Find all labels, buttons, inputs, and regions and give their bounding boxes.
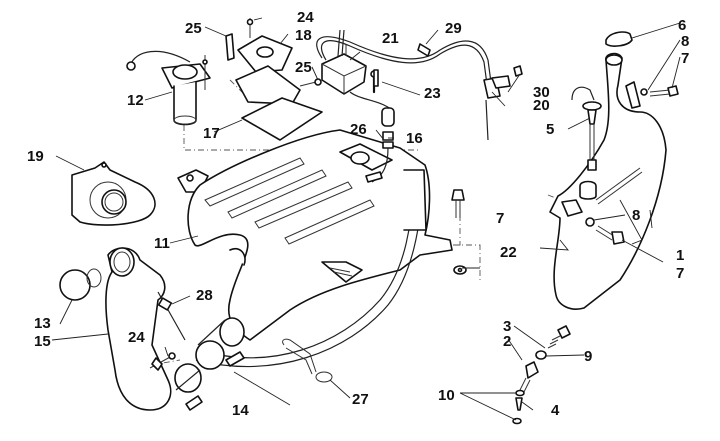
- callout-7-center: 7: [496, 210, 504, 227]
- leader-lines: [51, 17, 681, 421]
- control-unit: [321, 44, 378, 95]
- fuel-pump: [126, 50, 211, 126]
- callout-13: 13: [34, 315, 51, 332]
- bolt-lower: [585, 217, 625, 245]
- callout-9: 9: [584, 348, 592, 365]
- fuel-filter: [365, 107, 395, 183]
- callout-2: 2: [503, 333, 511, 350]
- callout-3: 3: [503, 318, 511, 335]
- callout-24-top: 24: [297, 9, 314, 26]
- callout-21: 21: [382, 30, 399, 47]
- heat-shield: [71, 161, 156, 226]
- callout-26: 26: [350, 121, 367, 138]
- callout-23: 23: [424, 85, 441, 102]
- callout-25-right: 25: [295, 59, 312, 76]
- callout-7-upper: 7: [681, 50, 689, 67]
- screw: [373, 69, 379, 87]
- callout-18: 18: [295, 27, 312, 44]
- callout-25-left: 25: [185, 20, 202, 37]
- rubber-grommet: [453, 265, 467, 275]
- fuel-tank: [177, 129, 453, 341]
- callout-28: 28: [196, 287, 213, 304]
- callout-8-upper: 8: [681, 33, 689, 50]
- callout-4: 4: [551, 402, 560, 419]
- callout-24-neck: 24: [128, 329, 145, 346]
- callout-5: 5: [546, 121, 554, 138]
- connecting-hose: [174, 317, 245, 411]
- callout-30: 30: [533, 84, 550, 101]
- callout-16: 16: [406, 130, 423, 147]
- callout-14: 14: [232, 402, 249, 419]
- bolt-upper: [640, 85, 679, 97]
- callout-6: 6: [678, 17, 686, 34]
- fuel-cap: [59, 268, 102, 301]
- callout-12: 12: [127, 92, 144, 109]
- callout-22: 22: [500, 244, 517, 261]
- callout-29: 29: [445, 20, 462, 37]
- oil-tank: [549, 52, 667, 310]
- callout-19: 19: [27, 148, 44, 165]
- valve: [483, 65, 523, 99]
- filler-cap: [605, 31, 633, 47]
- breather-tube: [195, 169, 427, 368]
- callout-7-lower: 7: [676, 265, 684, 282]
- level-sensor: [571, 86, 602, 171]
- retaining-strap: [282, 338, 333, 383]
- screw-neck: [149, 352, 176, 371]
- drain-assembly: [512, 325, 571, 425]
- callout-11: 11: [154, 235, 170, 252]
- filler-neck: [105, 247, 186, 411]
- callout-8-lower: 8: [632, 207, 640, 224]
- bracket-assembly: [225, 18, 323, 141]
- callout-15: 15: [34, 333, 51, 350]
- callout-27: 27: [352, 391, 369, 408]
- hose-lines: [316, 29, 493, 141]
- callout-17: 17: [203, 125, 220, 142]
- callout-20: 20: [533, 97, 550, 114]
- breather-clip: [157, 297, 173, 311]
- callout-labels: 1 2 3 4 5 6 7 8 7 8 7 9 10 11 12 13 14 1…: [27, 9, 689, 419]
- bolt-center: [451, 189, 465, 218]
- hose-clamp-small: [417, 43, 431, 57]
- callout-10: 10: [438, 387, 455, 404]
- callout-1: 1: [676, 247, 684, 264]
